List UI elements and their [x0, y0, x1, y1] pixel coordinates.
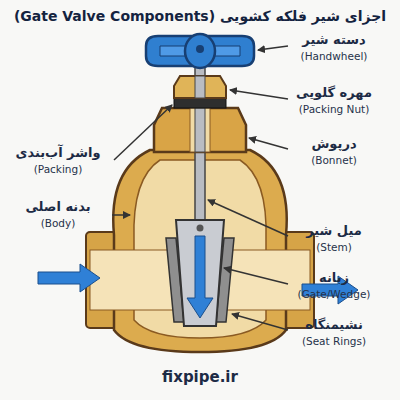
part-name-en: (Body): [41, 217, 76, 229]
part-name: درپوش: [311, 137, 356, 152]
part-name-en: (Handwheel): [301, 50, 368, 62]
part-name-en: (Stem): [316, 241, 352, 253]
part-name-en: (Gate/Wedge): [298, 288, 371, 300]
part-name: دسته شیر: [302, 33, 365, 48]
part-name: زبانه: [319, 271, 349, 286]
diagram-title: اجزای شیر فلکه کشویی (Gate Valve Compone…: [14, 8, 386, 24]
part-name: مهره گلویی: [296, 86, 372, 101]
website-label: fixpipe.ir: [162, 369, 238, 386]
part-name-en: (Bonnet): [311, 154, 357, 166]
part-name-en: (Seat Rings): [302, 335, 366, 347]
part-name: واشر آب‌بندی: [15, 146, 100, 161]
part-name-en: (Packing): [34, 163, 83, 175]
part-name: میل شیر: [306, 224, 362, 239]
part-name: بدنه اصلی: [25, 200, 90, 215]
part-name-en: (Packing Nut): [299, 103, 370, 115]
part-name: نشیمنگاه: [305, 318, 363, 333]
